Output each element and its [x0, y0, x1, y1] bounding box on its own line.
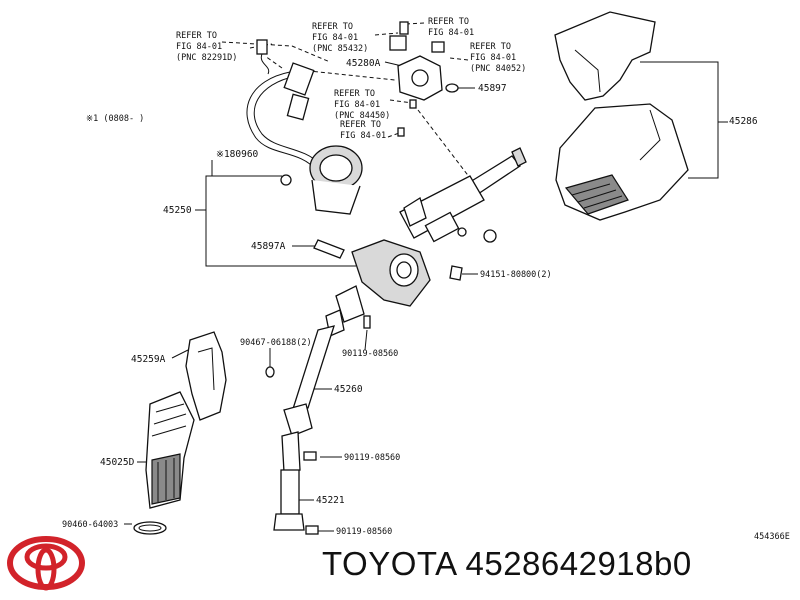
- ref-label-line: FIG 84-01: [428, 28, 474, 38]
- hole-cover-45025d: [145, 391, 195, 509]
- part-number: 4528642918b0: [465, 545, 692, 582]
- ref-label-line: FIG 84-01: [312, 33, 358, 43]
- part-label-180960: ※180960: [216, 149, 259, 160]
- part-label-45221: 45221: [316, 495, 345, 506]
- part-label-45025d: 45025D: [100, 457, 135, 468]
- ref-label-top-right: REFER TO FIG 84-01: [428, 17, 474, 38]
- switch-small: [389, 35, 407, 51]
- part-label-94151: 94151-80800(2): [480, 270, 552, 280]
- part-label-90460: 90460-64003: [62, 520, 118, 530]
- ref-label-line: REFER TO: [428, 17, 469, 27]
- ref-label-line: FIG 84-01: [340, 131, 386, 141]
- connector-small: [256, 39, 268, 55]
- footer-caption: TOYOTA 4528642918b0: [322, 545, 692, 583]
- bolt-45897a: [313, 239, 345, 259]
- part-label-90119-b: 90119-08560: [344, 453, 400, 463]
- bolt-45897: [445, 83, 459, 93]
- ref-label-line: REFER TO: [470, 42, 511, 52]
- intermediate-shaft: [283, 285, 371, 437]
- ref-label-line: REFER TO: [176, 31, 217, 41]
- ref-label-line: REFER TO: [312, 22, 353, 32]
- dust-seal-45259a: [185, 331, 227, 421]
- ref-label-82291d: REFER TO FIG 84-01 (PNC 82291D): [176, 31, 237, 63]
- part-label-45897a: 45897A: [251, 241, 286, 252]
- part-label-45280a: 45280A: [346, 58, 381, 69]
- ref-label-84450: REFER TO FIG 84-01 (PNC 84450): [334, 89, 390, 121]
- ref-label-line: (PNC 84052): [470, 64, 526, 74]
- connector: [286, 93, 310, 121]
- nut-94151: [449, 265, 463, 281]
- part-label-90467: 90467-06188(2): [240, 338, 312, 348]
- revision-note: ※1 (0808- ): [86, 114, 144, 124]
- bolt-90119-c: [305, 525, 319, 535]
- bolt-90119-a: [363, 315, 371, 329]
- part-label-45250: 45250: [163, 205, 192, 216]
- ref-label-line: REFER TO: [334, 89, 375, 99]
- tilt-motor: [280, 145, 363, 215]
- part-label-45286: 45286: [729, 116, 758, 127]
- part-label-90119-c: 90119-08560: [336, 527, 392, 537]
- ref-label-bottom: REFER TO FIG 84-01: [340, 120, 386, 141]
- ref-label-line: FIG 84-01: [334, 100, 380, 110]
- bolt-90119-b: [303, 451, 317, 461]
- steering-column-shaft: [399, 147, 527, 243]
- column-bracket: [313, 239, 463, 307]
- leader-lines: [124, 22, 728, 532]
- part-label-45260: 45260: [334, 384, 363, 395]
- switch-small: [431, 41, 445, 53]
- brand-name: TOYOTA: [322, 545, 456, 582]
- lower-shaft: [273, 431, 319, 535]
- switch-small: [399, 21, 409, 35]
- clip-90467: [265, 366, 275, 378]
- clamp-90460: [133, 521, 167, 535]
- connector: [283, 62, 315, 96]
- key-lock-assembly: [389, 21, 459, 137]
- part-label-45897: 45897: [478, 83, 507, 94]
- part-label-90119-a: 90119-08560: [342, 349, 398, 359]
- ref-label-line: FIG 84-01: [470, 53, 516, 63]
- ref-label-line: (PNC 82291D): [176, 53, 237, 63]
- ref-label-line: (PNC 85432): [312, 44, 368, 54]
- part-label-45259a: 45259A: [131, 354, 166, 365]
- figure-code: 454366E: [754, 532, 790, 542]
- toyota-logo-icon: [7, 536, 85, 591]
- wire-harness: [246, 71, 317, 171]
- ref-label-84052: REFER TO FIG 84-01 (PNC 84052): [470, 42, 526, 74]
- ref-label-line: (PNC 84450): [334, 111, 390, 121]
- column-cover-vent: [564, 174, 629, 215]
- ref-label-line: REFER TO: [340, 120, 381, 130]
- ref-label-line: FIG 84-01: [176, 42, 222, 52]
- ref-label-85432: REFER TO FIG 84-01 (PNC 85432): [312, 22, 368, 54]
- column-cover-upper: [554, 11, 656, 101]
